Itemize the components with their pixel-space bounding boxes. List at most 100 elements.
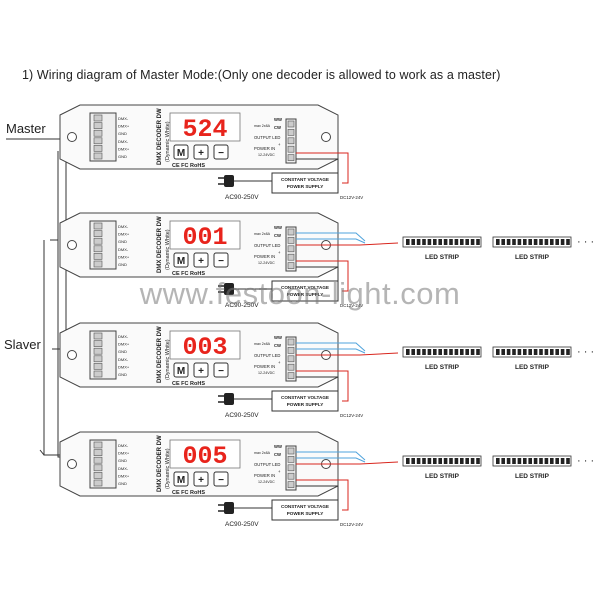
- output-screw: [287, 237, 295, 244]
- terminal-label: DMX+: [118, 146, 130, 151]
- slaver-label: Slaver: [4, 337, 41, 352]
- led-chip: [427, 239, 432, 245]
- diagram-title: 1) Wiring diagram of Master Mode:(Only o…: [22, 68, 501, 82]
- led-chip: [560, 239, 565, 245]
- led-chip: [501, 458, 505, 464]
- led-wire-ww: [296, 232, 366, 242]
- display-readout: 524: [182, 115, 227, 144]
- right-label: WW: [274, 225, 282, 230]
- terminal-screw: [93, 456, 103, 464]
- decoder-model: DMX DECODER DW: [157, 108, 163, 165]
- terminal-screw: [93, 260, 103, 268]
- button-label: M: [177, 475, 185, 486]
- terminal-screw: [93, 340, 103, 347]
- led-chip: [539, 349, 543, 355]
- button-label: −: [218, 366, 224, 377]
- cert-marks: CE FC RoHS: [172, 381, 205, 387]
- power-supply-line1: CONSTANT VOLTAGE: [281, 285, 329, 290]
- terminal-screw: [93, 114, 103, 122]
- led-strip-2: LED STRIP: [492, 346, 572, 371]
- led-chip: [476, 458, 480, 464]
- output-screw: [287, 363, 295, 371]
- button-1: [193, 252, 209, 268]
- terminal-screw: [93, 245, 103, 253]
- led-strip-2: LED STRIP: [492, 236, 572, 261]
- terminal-label: DMX+: [118, 124, 130, 129]
- right-label: max 2x8A: [254, 451, 271, 455]
- right-label: +: [278, 142, 281, 147]
- led-chip: [411, 349, 415, 355]
- led-chip: [566, 458, 570, 464]
- led-output-wires: [296, 232, 399, 246]
- terminal-label: DMX-: [118, 334, 129, 339]
- led-chip: [517, 239, 522, 245]
- terminal-screw: [93, 332, 103, 340]
- button-0: [173, 252, 189, 268]
- master-label: Master: [6, 121, 46, 136]
- led-chip: [517, 349, 522, 355]
- led-chip: [427, 349, 432, 355]
- terminal-label: GND: [118, 481, 127, 486]
- led-chip: [476, 239, 480, 245]
- terminal-screw: [93, 472, 103, 479]
- mount-hole-left: [67, 350, 77, 360]
- led-chip: [454, 349, 459, 355]
- power-wires: [296, 152, 349, 184]
- led-strip-label: LED STRIP: [515, 364, 550, 371]
- power-supply-line2: POWER SUPPLY: [287, 402, 324, 407]
- decoder-subtitle: (Dynamic White): [165, 448, 171, 489]
- led-chip: [528, 239, 532, 245]
- output-screw: [287, 355, 295, 363]
- button-label: M: [177, 256, 185, 267]
- ac-input-label: AC90-250V: [225, 302, 259, 309]
- display-readout: 003: [182, 333, 227, 362]
- led-chip: [539, 239, 543, 245]
- ac-input-label: AC90-250V: [225, 194, 259, 201]
- ac-plug: [224, 393, 234, 405]
- led-chip: [449, 458, 453, 464]
- output-screw: [287, 481, 295, 488]
- power-supply-output-label: DC12V-24V: [340, 195, 363, 200]
- right-label: max 2x8A: [254, 232, 271, 236]
- led-wire-cw: [296, 238, 366, 244]
- led-chip: [433, 458, 437, 464]
- right-label: max 2x8A: [254, 124, 271, 128]
- led-output-wires: [296, 342, 399, 356]
- led-wire-common: [296, 242, 399, 246]
- led-chip: [533, 458, 538, 464]
- led-chip: [416, 239, 421, 245]
- decoder-subtitle: (Dynamic White): [165, 121, 171, 162]
- decoder-subtitle: (Dynamic White): [165, 229, 171, 270]
- power-supply-line1: CONSTANT VOLTAGE: [281, 504, 329, 509]
- terminal-label: DMX+: [118, 232, 130, 237]
- led-chip: [465, 458, 469, 464]
- power-supply-box: [271, 280, 339, 302]
- terminal-screw: [93, 152, 103, 160]
- led-strip-label: LED STRIP: [425, 364, 460, 371]
- right-label: CW: [274, 452, 281, 457]
- button-label: +: [198, 475, 204, 486]
- led-chip: [443, 458, 448, 464]
- power-supply-output-label: DC12V-24V: [340, 413, 363, 418]
- led-chip: [528, 349, 532, 355]
- led-strip-2: LED STRIP: [492, 455, 572, 480]
- led-chip: [555, 458, 559, 464]
- terminal-screw: [93, 370, 103, 378]
- led-chip: [533, 349, 538, 355]
- decoder-model: DMX DECODER DW: [157, 326, 163, 383]
- led-wire-cw: [296, 457, 366, 463]
- power-wire-negative: [296, 266, 339, 287]
- button-label: M: [177, 148, 185, 159]
- cert-marks: CE FC RoHS: [172, 163, 205, 169]
- decoder-subtitle: (Dynamic White): [165, 339, 171, 380]
- right-label: CW: [274, 125, 281, 130]
- power-wire-negative: [296, 376, 339, 397]
- led-chip: [555, 349, 559, 355]
- terminal-screw: [93, 355, 103, 363]
- terminal-label: DMX-: [118, 224, 129, 229]
- led-chip: [411, 458, 415, 464]
